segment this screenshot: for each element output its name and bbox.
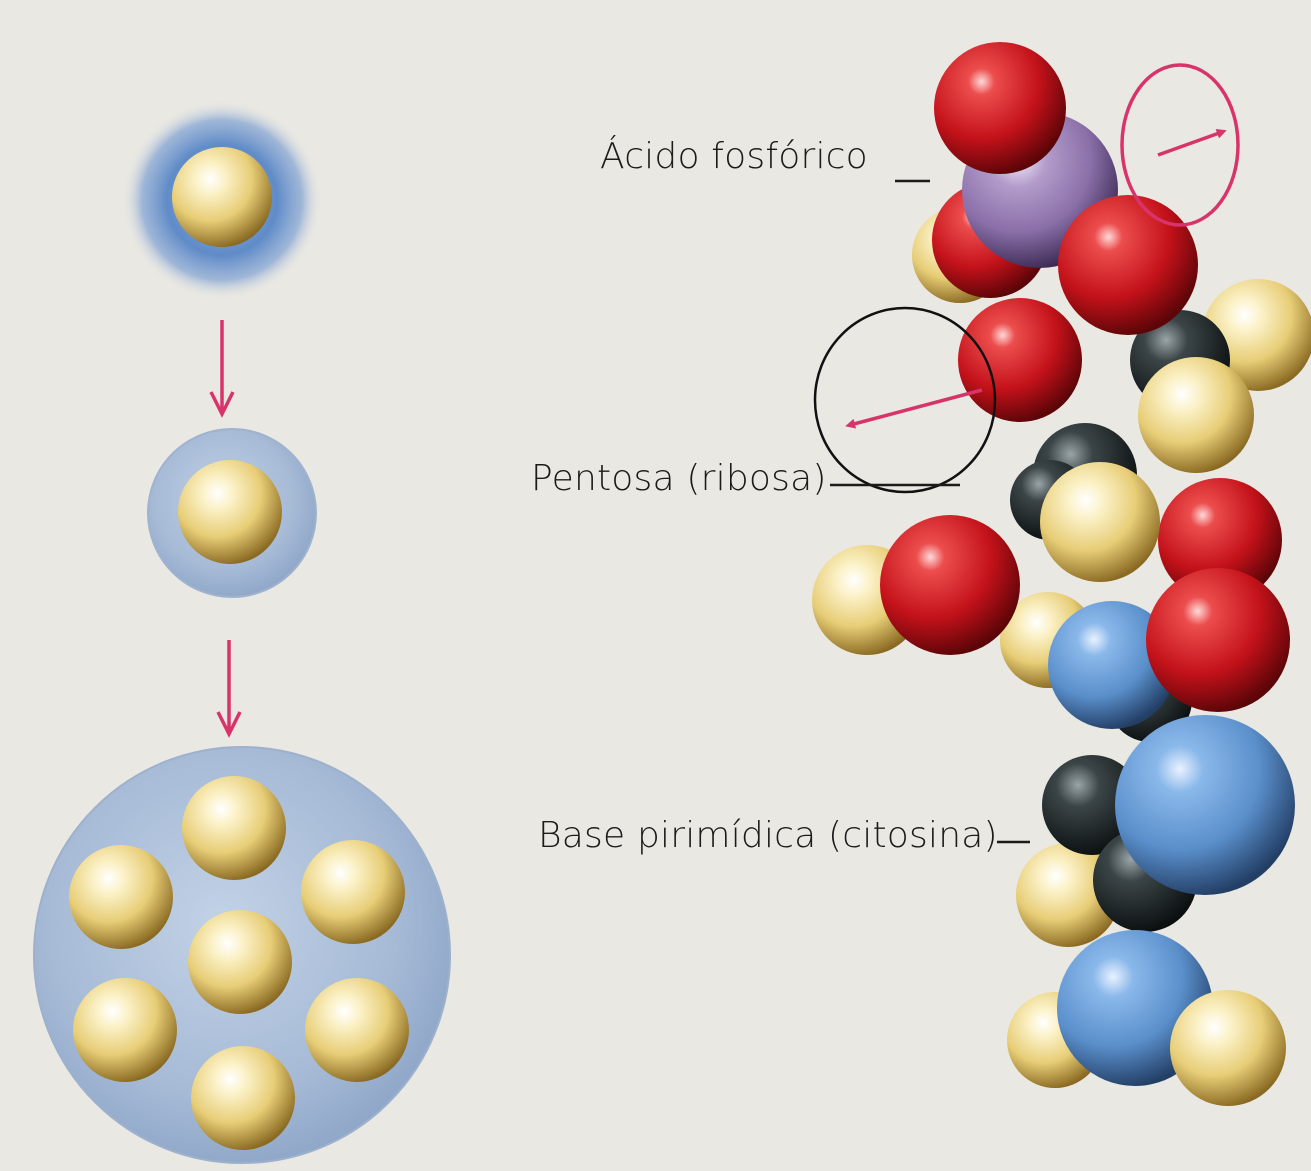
yellow-sphere — [172, 147, 272, 247]
yellow-sphere — [73, 978, 177, 1082]
hydrogen-atom — [1170, 990, 1286, 1106]
label-pentose: Pentosa (ribosa) — [531, 458, 827, 499]
stage-1-single-particle — [122, 100, 322, 300]
stage-2-coated-particle — [148, 429, 316, 597]
yellow-sphere — [188, 910, 292, 1014]
oxygen-atom — [880, 515, 1020, 655]
label-phosphoric-acid: Ácido fosfórico — [600, 136, 868, 177]
yellow-sphere — [191, 1046, 295, 1150]
nitrogen-atom — [1115, 715, 1295, 895]
yellow-sphere — [178, 460, 282, 564]
stage-3-cluster — [34, 747, 450, 1163]
down-arrow-2 — [218, 640, 240, 734]
oxygen-atom — [1146, 568, 1290, 712]
rotation-indicator-pentose — [815, 308, 995, 492]
yellow-sphere — [182, 776, 286, 880]
hydrogen-atom — [1040, 462, 1160, 582]
oxygen-atom — [934, 42, 1066, 174]
oxygen-atom — [1058, 195, 1198, 335]
down-arrow-1 — [211, 320, 233, 414]
oxygen-atom — [958, 298, 1082, 422]
nucleotide-model — [812, 42, 1311, 1106]
rotation-indicator-phosphate — [1122, 65, 1238, 225]
yellow-sphere — [305, 978, 409, 1082]
yellow-sphere — [69, 845, 173, 949]
label-pyrimidine-base: Base pirimídica (citosina) — [538, 815, 998, 856]
yellow-sphere — [301, 840, 405, 944]
hydrogen-atom — [1138, 357, 1254, 473]
